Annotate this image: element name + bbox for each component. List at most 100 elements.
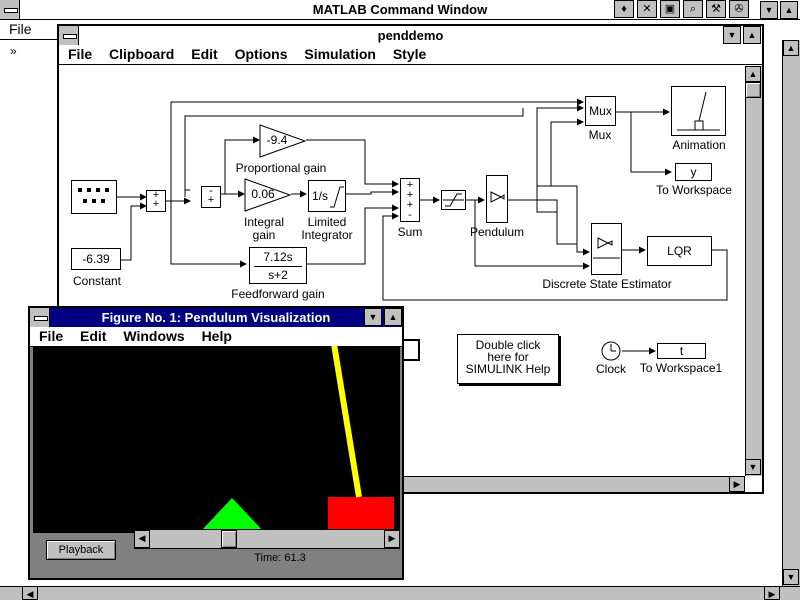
animation-label: Animation [672, 138, 726, 152]
to-workspace-label: To Workspace [656, 183, 732, 197]
ff-numerator: 7.12s [263, 250, 293, 264]
figure-menubar: File Edit Windows Help [30, 327, 402, 347]
menu-help[interactable]: Help [201, 328, 232, 344]
lqr-block[interactable]: LQR [647, 236, 712, 266]
menu-edit[interactable]: Edit [80, 328, 107, 344]
matlab-logo-icon[interactable]: ♦ [614, 0, 634, 18]
vscroll-thumb[interactable] [745, 82, 761, 98]
command-window-system-menu[interactable] [0, 0, 20, 19]
workspace-value: y [690, 165, 697, 179]
to-workspace-block[interactable]: y [675, 163, 712, 181]
menu-clipboard[interactable]: Clipboard [109, 46, 175, 62]
discrete-state-estimator-block[interactable] [591, 223, 622, 275]
time-slider[interactable]: ◀ ▶ [134, 529, 400, 549]
signal-generator-block[interactable] [71, 180, 117, 214]
mux-value: Mux [589, 104, 612, 118]
menu-edit[interactable]: Edit [191, 46, 218, 62]
command-window-titlebar: MATLAB Command Window [0, 0, 800, 20]
simulink-icon[interactable]: ✕ [637, 0, 657, 18]
command-window-vscroll[interactable]: ▲ ▼ [782, 40, 800, 586]
slider-left-arrow-icon[interactable]: ◀ [134, 530, 150, 548]
lqr-value: LQR [667, 244, 692, 258]
menu-file[interactable]: File [39, 328, 64, 344]
search-icon[interactable]: ⌕ [683, 0, 703, 18]
time-label: Time: 61.3 [254, 552, 306, 564]
penddemo-system-menu[interactable] [59, 26, 79, 45]
integrator-label-1: Limited [307, 215, 347, 229]
saturation-block[interactable] [441, 190, 466, 210]
workspace1-value: t [679, 344, 684, 358]
pendulum-rod [331, 346, 362, 498]
proportional-gain-block[interactable] [259, 124, 307, 158]
mux-block[interactable]: Mux [585, 96, 616, 126]
to-workspace1-block[interactable]: t [657, 343, 706, 359]
slider-right-arrow-icon[interactable]: ▶ [384, 530, 400, 548]
penddemo-titlebar: penddemo [59, 26, 762, 46]
pendulum-block[interactable] [486, 175, 508, 223]
constant-block[interactable]: -6.39 [71, 248, 121, 270]
figure-system-menu[interactable] [30, 308, 50, 327]
clock-label: Clock [595, 362, 626, 376]
menu-file[interactable]: File [68, 46, 93, 62]
scroll-up-arrow-icon[interactable]: ▲ [745, 66, 761, 82]
figure-title: Figure No. 1: Pendulum Visualization [101, 310, 331, 325]
sum-label: Sum [397, 225, 423, 239]
sum1-block[interactable]: ++ [146, 190, 166, 212]
scroll-up-arrow-icon[interactable]: ▲ [783, 40, 799, 56]
feedforward-gain-block[interactable]: 7.12s s+2 [249, 247, 307, 284]
scroll-down-arrow-icon[interactable]: ▼ [745, 459, 761, 475]
tools-icon[interactable]: ⚒ [706, 0, 726, 18]
scroll-right-arrow-icon[interactable]: ▶ [764, 586, 780, 600]
command-prompt[interactable]: » [10, 44, 17, 58]
sum3-block[interactable]: +++- [400, 178, 420, 222]
help-text-2: here for [487, 350, 529, 364]
dots-icon [78, 188, 109, 203]
menu-options[interactable]: Options [234, 46, 288, 62]
int-gain-value: 0.06 [251, 187, 275, 201]
animation-icon [677, 91, 720, 131]
int-gain-label-1: Integral [243, 215, 285, 229]
maximize-button[interactable]: ▲ [780, 1, 798, 19]
scroll-right-arrow-icon[interactable]: ▶ [729, 476, 745, 492]
command-window-hscroll[interactable]: ◀ ▶ [0, 586, 800, 600]
to-workspace1-label: To Workspace1 [639, 361, 723, 375]
penddemo-minimize-button[interactable]: ▼ [723, 26, 741, 44]
menu-simulation[interactable]: Simulation [304, 46, 376, 62]
animation-block[interactable] [671, 86, 726, 136]
signal-lines [117, 98, 728, 355]
slider-thumb[interactable] [221, 530, 237, 548]
penddemo-menubar: File Clipboard Edit Options Simulation S… [59, 45, 762, 65]
figure-window: Figure No. 1: Pendulum Visualization ▼ ▲… [28, 306, 404, 580]
demo-icon[interactable]: ✇ [729, 0, 749, 18]
figure-maximize-button[interactable]: ▲ [384, 308, 402, 326]
ff-denominator: s+2 [268, 268, 288, 282]
command-window-title: MATLAB Command Window [312, 2, 488, 17]
figure-minimize-button[interactable]: ▼ [364, 308, 382, 326]
limited-integrator-block[interactable]: 1/s [308, 180, 346, 212]
pendulum-icon [490, 191, 505, 203]
figure-icon[interactable]: ▣ [660, 0, 680, 18]
penddemo-maximize-button[interactable]: ▲ [743, 26, 761, 44]
figure-titlebar: Figure No. 1: Pendulum Visualization [30, 308, 402, 328]
minimize-button[interactable]: ▼ [760, 1, 778, 19]
saturation-icon [443, 193, 464, 207]
scroll-down-arrow-icon[interactable]: ▼ [783, 569, 799, 585]
menu-style[interactable]: Style [392, 46, 427, 62]
mux-label: Mux [588, 128, 612, 142]
simulink-help-block[interactable]: Double click here for SIMULINK Help [457, 334, 559, 384]
constant-value: -6.39 [82, 252, 110, 266]
help-text-1: Double click [475, 338, 541, 352]
clock-icon[interactable] [600, 340, 624, 362]
penddemo-vscroll[interactable]: ▲ ▼ [745, 66, 762, 476]
scroll-left-arrow-icon[interactable]: ◀ [22, 586, 38, 600]
playback-button[interactable]: Playback [46, 540, 116, 560]
prop-gain-value: -9.4 [266, 133, 288, 147]
int-gain-label-2: gain [252, 228, 276, 242]
menu-windows[interactable]: Windows [123, 328, 185, 344]
hidden-block-edge [402, 339, 420, 361]
integrator-label-2: Integrator [301, 228, 353, 242]
integral-gain-block[interactable] [244, 178, 292, 212]
estimator-icon [593, 237, 620, 259]
sum2-block[interactable]: -+ [201, 186, 221, 208]
menu-file[interactable]: File [9, 21, 32, 37]
